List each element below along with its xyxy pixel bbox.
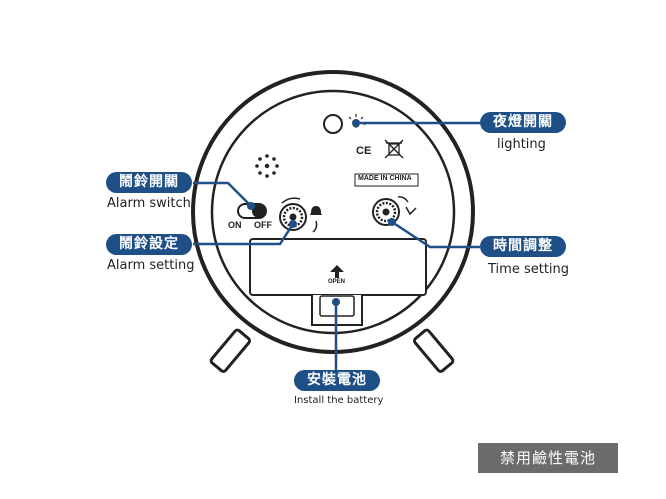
off-label: OFF bbox=[254, 220, 272, 230]
battery-caption: Install the battery bbox=[294, 395, 384, 406]
on-label: ON bbox=[228, 220, 242, 230]
time-setting-caption: Time setting bbox=[488, 262, 570, 277]
leader-dots bbox=[247, 119, 396, 306]
alarm-switch-caption: Alarm switch bbox=[107, 196, 191, 211]
open-arrow-icon bbox=[330, 265, 344, 278]
leader-lines bbox=[193, 121, 480, 372]
weee-bin-icon bbox=[384, 139, 404, 159]
alarm-setting-callout: 鬧鈴設定 bbox=[106, 234, 192, 255]
ce-mark: CE bbox=[356, 145, 372, 157]
no-alkaline-battery-tag: 禁用鹼性電池 bbox=[478, 443, 618, 473]
alarm-setting-caption: Alarm setting bbox=[107, 258, 195, 273]
open-label: OPEN bbox=[328, 279, 346, 285]
made-in-label: MADE IN CHINA bbox=[358, 175, 412, 182]
light-button[interactable] bbox=[323, 114, 343, 134]
alarm-switch-callout: 鬧鈴開關 bbox=[106, 172, 192, 193]
right-leg bbox=[412, 328, 455, 373]
left-leg bbox=[209, 328, 252, 373]
lighting-caption: lighting bbox=[497, 137, 546, 152]
battery-callout: 安裝電池 bbox=[294, 370, 380, 391]
speaker-grille-icon bbox=[255, 154, 279, 178]
time-setting-callout: 時間調整 bbox=[480, 236, 566, 257]
lighting-callout: 夜燈開關 bbox=[480, 112, 566, 133]
made-in-box bbox=[354, 173, 419, 187]
rotate-arrow-icon bbox=[281, 196, 409, 233]
alarm-bell-icon bbox=[310, 206, 322, 215]
